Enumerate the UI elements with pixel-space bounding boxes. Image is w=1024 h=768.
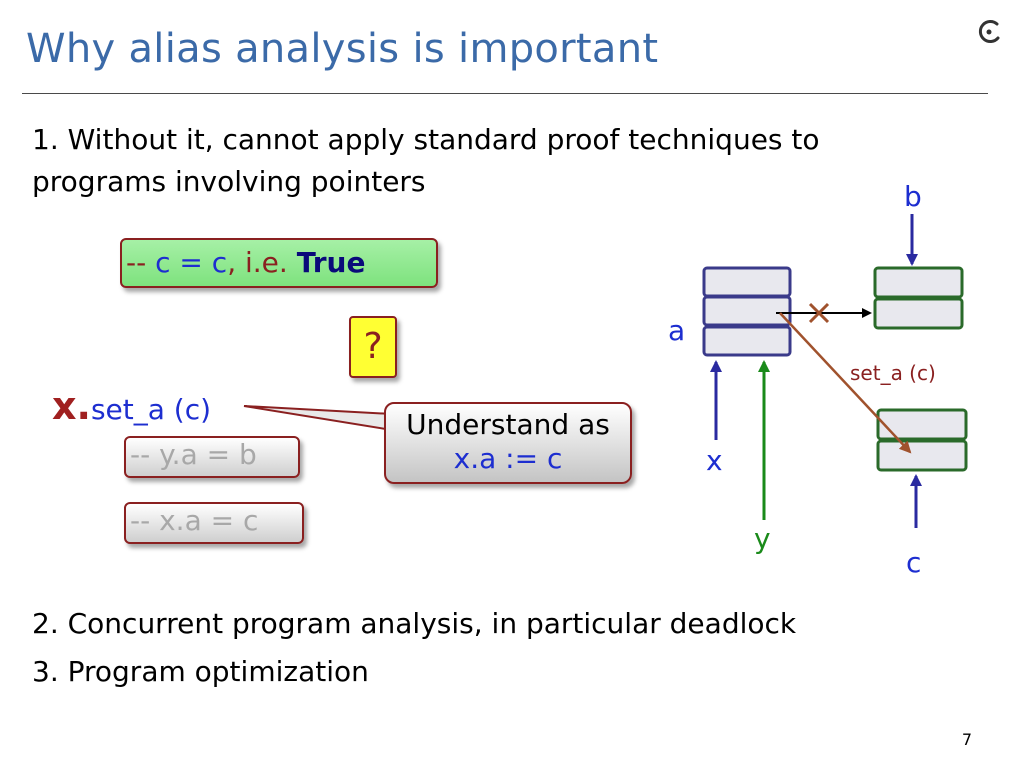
page-number: 7	[961, 730, 972, 749]
object-b	[873, 266, 964, 330]
call-statement: x.set_a (c)	[52, 384, 211, 428]
assertion-expr: c = c	[155, 246, 228, 279]
label-c: c	[906, 546, 921, 579]
callout-pointer	[243, 405, 393, 432]
understand-as-callout: Understand as x.a := c	[384, 402, 632, 484]
point-3: 3. Program optimization	[32, 655, 369, 688]
assertion-ie: i.e.	[245, 246, 288, 279]
grey-assertion-box-2: -- x.a = c	[124, 502, 304, 544]
slide-title: Why alias analysis is important	[26, 26, 659, 72]
object-c	[876, 408, 968, 472]
circle-dot-logo-icon	[978, 20, 1000, 43]
comment-prefix: --	[126, 246, 147, 279]
assertion-value: True	[296, 246, 366, 279]
grey-assertion-box-1: -- y.a = b	[124, 436, 300, 478]
callout-line-1: Understand as	[406, 408, 610, 441]
label-y: y	[754, 522, 771, 555]
question-mark-box: ?	[349, 316, 397, 378]
title-rule	[22, 93, 988, 94]
new-link-arrow	[779, 312, 912, 454]
label-b: b	[904, 180, 922, 213]
label-x: x	[706, 444, 723, 477]
green-assertion-box: -- c = c, i.e. True	[120, 238, 438, 288]
call-target: x	[52, 384, 77, 428]
call-feature: set_a (c)	[90, 393, 212, 426]
call-dot: .	[76, 384, 91, 428]
object-a	[702, 266, 792, 357]
cross-out-icon	[808, 302, 830, 324]
point-2: 2. Concurrent program analysis, in parti…	[32, 607, 797, 640]
point-1-line-2: programs involving pointers	[32, 165, 426, 198]
callout-line-2: x.a := c	[453, 442, 563, 475]
label-set-a: set_a (c)	[850, 361, 936, 385]
point-1-line-1: 1. Without it, cannot apply standard pro…	[32, 123, 820, 156]
assertion-comma: ,	[227, 246, 237, 279]
label-a: a	[668, 314, 685, 347]
